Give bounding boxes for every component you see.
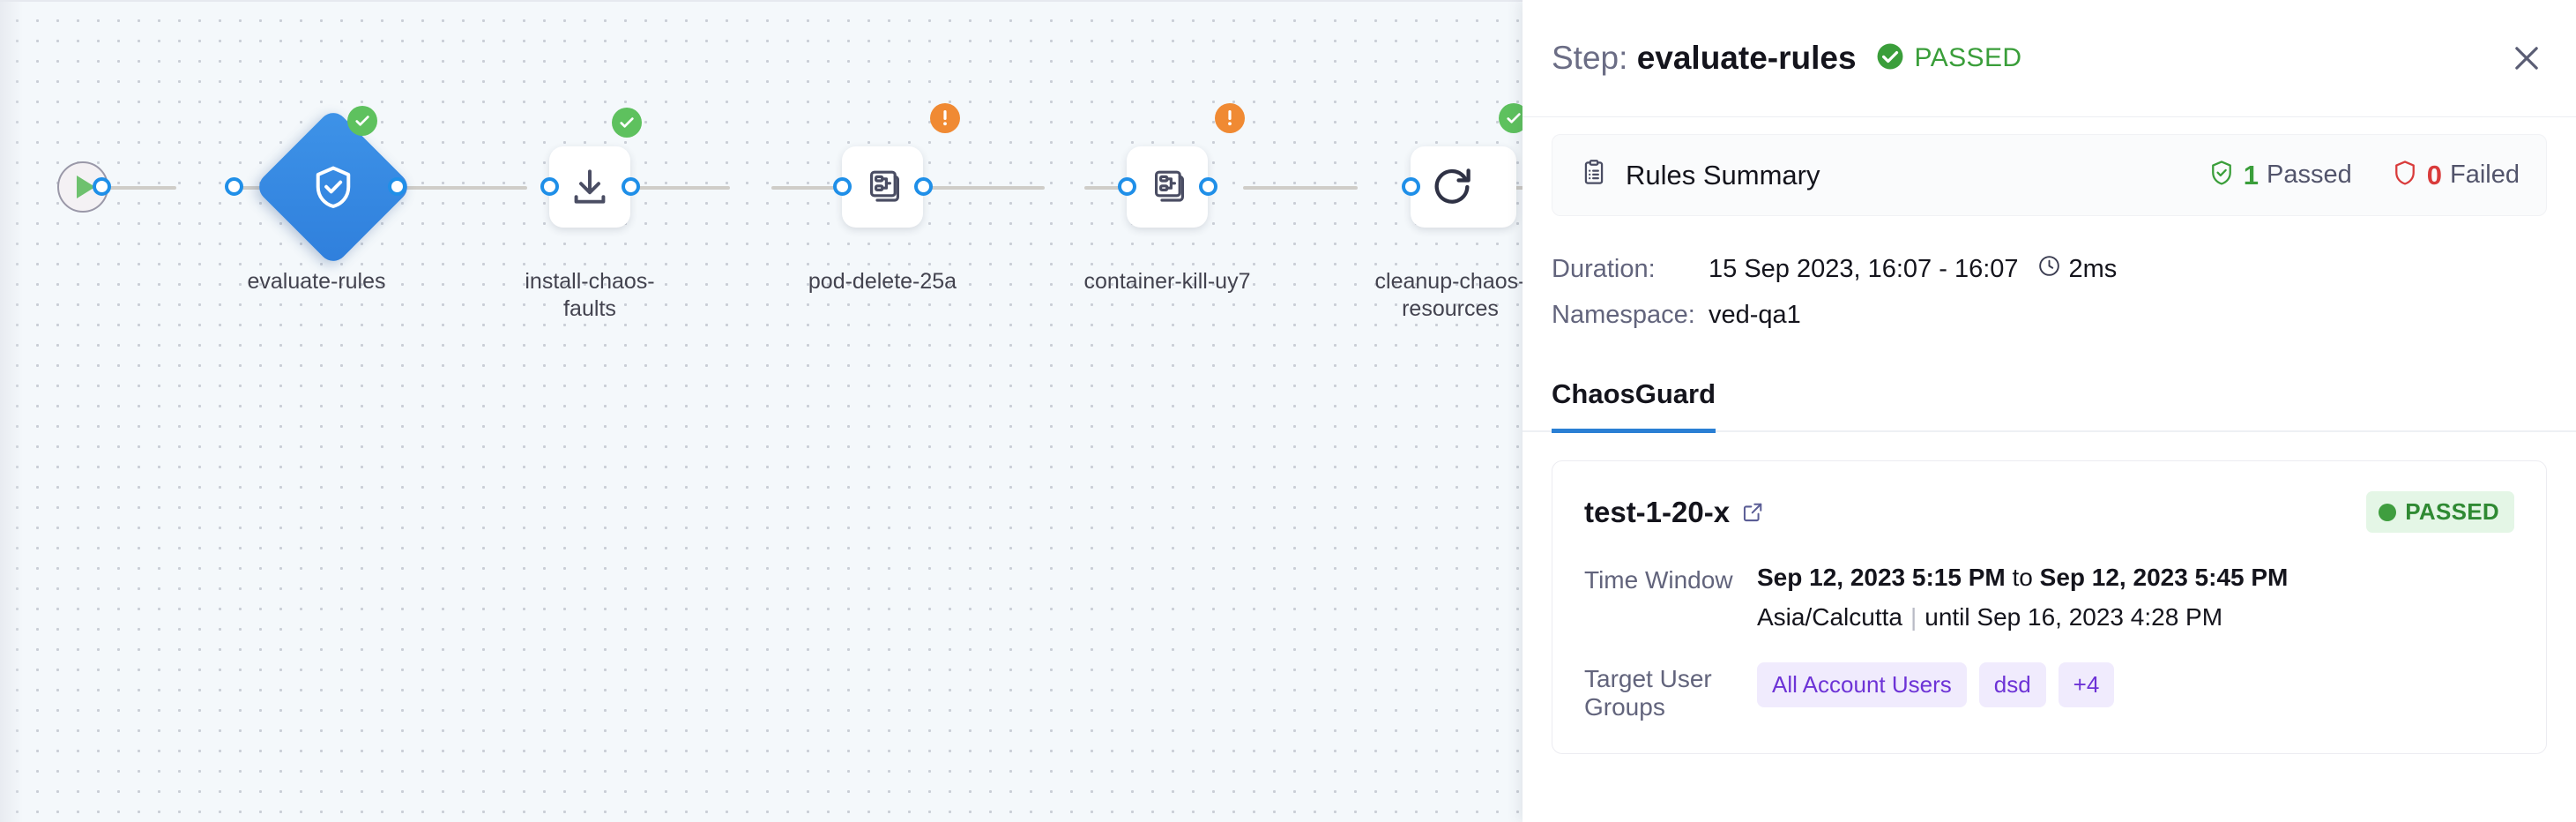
node-status-badge-warning [1215,103,1245,133]
node-status-badge-success [347,106,377,136]
chaosguard-test-card: test-1-20-x PASSED Time Window Sep 12, 2 [1552,460,2547,754]
time-window-until: until Sep 16, 2023 4:28 PM [1925,603,2223,631]
rules-summary-title: Rules Summary [1626,159,1820,191]
play-icon [76,176,95,198]
clipboard-list-icon [1579,158,1609,192]
time-window-row: Time Window Sep 12, 2023 5:15 PM to Sep … [1584,564,2514,631]
list-item[interactable]: All Account Users [1757,662,1967,707]
pipeline-edge [771,186,882,190]
panel-header: Step: evaluate-rules PASSED [1523,0,2576,117]
node-status-badge-success [612,108,642,138]
node-port[interactable] [622,177,640,196]
pipeline-canvas[interactable]: evaluate-rules install-chaos- faults [0,0,1523,822]
time-window-timezone: Asia/Calcutta [1757,603,1902,631]
duration-label: Duration: [1552,254,1656,283]
rules-failed-label: Failed [2450,161,2520,189]
target-user-group-chips: All Account Users dsd +4 [1757,662,2514,707]
duration-elapsed: 2ms [2068,254,2118,283]
rules-summary-card: Rules Summary 1 Passed [1552,134,2547,216]
pipeline-node-install-chaos-faults[interactable] [549,146,630,228]
status-badge: PASSED [1875,41,2022,76]
panel-title-prefix: Step: [1552,40,1628,76]
tab-chaosguard[interactable]: ChaosGuard [1552,378,1716,433]
node-status-badge-success [1499,103,1523,133]
pipeline-edge [397,186,527,190]
rules-failed-count: 0 [2426,159,2442,191]
time-window-end: Sep 12, 2023 5:45 PM [2039,564,2289,591]
panel-status-label: PASSED [1914,43,2022,72]
node-port[interactable] [833,177,852,196]
node-label: install-chaos- faults [525,269,655,321]
node-port[interactable] [93,177,111,196]
chaos-experiment-icon [1146,166,1188,208]
node-port[interactable] [1402,177,1420,196]
status-dot-icon [2379,503,2397,521]
time-window-label: Time Window [1584,566,1733,594]
pipeline-node-evaluate-rules[interactable] [253,107,413,267]
node-port[interactable] [388,177,406,196]
test-status-badge: PASSED [2366,491,2514,533]
namespace-row: Namespace: ved-qa1 [1552,292,2547,338]
namespace-value: ved-qa1 [1709,300,1801,329]
time-window-start: Sep 12, 2023 5:15 PM [1757,564,2006,591]
canvas-edge-shadow [0,2,23,822]
shield-icon [2391,158,2419,192]
clock-icon [2037,254,2061,285]
target-user-groups-row: Target User Groups All Account Users dsd… [1584,662,2514,721]
test-name: test-1-20-x [1584,495,1731,528]
target-user-groups-label: Target User Groups [1584,665,1712,721]
check-circle-icon [1875,41,1905,76]
pipeline-edge [617,186,730,190]
external-link-icon[interactable] [1741,500,1765,524]
pipeline-edge [1243,186,1358,190]
rules-passed-label: Passed [2267,161,2352,189]
step-meta: Duration: 15 Sep 2023, 16:07 - 16:07 2ms… [1552,246,2547,338]
node-port[interactable] [914,177,933,196]
node-label: evaluate-rules [247,269,386,294]
pipeline-node-cleanup-chaos-resources[interactable] [1411,146,1516,228]
node-label: pod-delete-25a [808,269,957,294]
node-label: cleanup-chaos- resources [1374,269,1523,321]
step-detail-panel: Step: evaluate-rules PASSED [1523,0,2576,822]
node-port[interactable] [1199,177,1217,196]
shield-check-icon [309,161,358,213]
pipeline-edge [101,186,176,190]
divider: | [1910,603,1917,631]
shield-check-icon [2207,158,2236,192]
time-window-join: to [2005,564,2040,591]
page-title: Step: evaluate-rules [1552,40,1857,77]
panel-tabs: ChaosGuard [1523,378,2576,433]
panel-step-name: evaluate-rules [1636,40,1857,76]
node-port[interactable] [1118,177,1136,196]
namespace-label: Namespace: [1552,300,1695,329]
list-item[interactable]: dsd [1978,662,2046,707]
chaos-experiment-icon [861,166,904,208]
refresh-icon [1429,164,1475,210]
list-item[interactable]: +4 [2058,662,2115,707]
rules-passed-count: 1 [2243,159,2260,191]
node-label: container-kill-uy7 [1083,269,1251,294]
node-status-badge-warning [930,103,960,133]
download-icon [568,165,612,209]
close-icon[interactable] [2504,35,2550,81]
test-status-label: PASSED [2405,498,2499,525]
rules-passed-stat: 1 Passed [2207,158,2352,192]
rules-failed-stat: 0 Failed [2391,158,2520,192]
pipeline-edge [921,186,1045,190]
node-port[interactable] [540,177,559,196]
node-port[interactable] [225,177,243,196]
duration-row: Duration: 15 Sep 2023, 16:07 - 16:07 2ms [1552,246,2547,292]
pipeline-node-container-kill-uy7[interactable] [1127,146,1208,228]
duration-value: 15 Sep 2023, 16:07 - 16:07 [1709,254,2019,283]
pipeline-node-pod-delete-25a[interactable] [842,146,923,228]
